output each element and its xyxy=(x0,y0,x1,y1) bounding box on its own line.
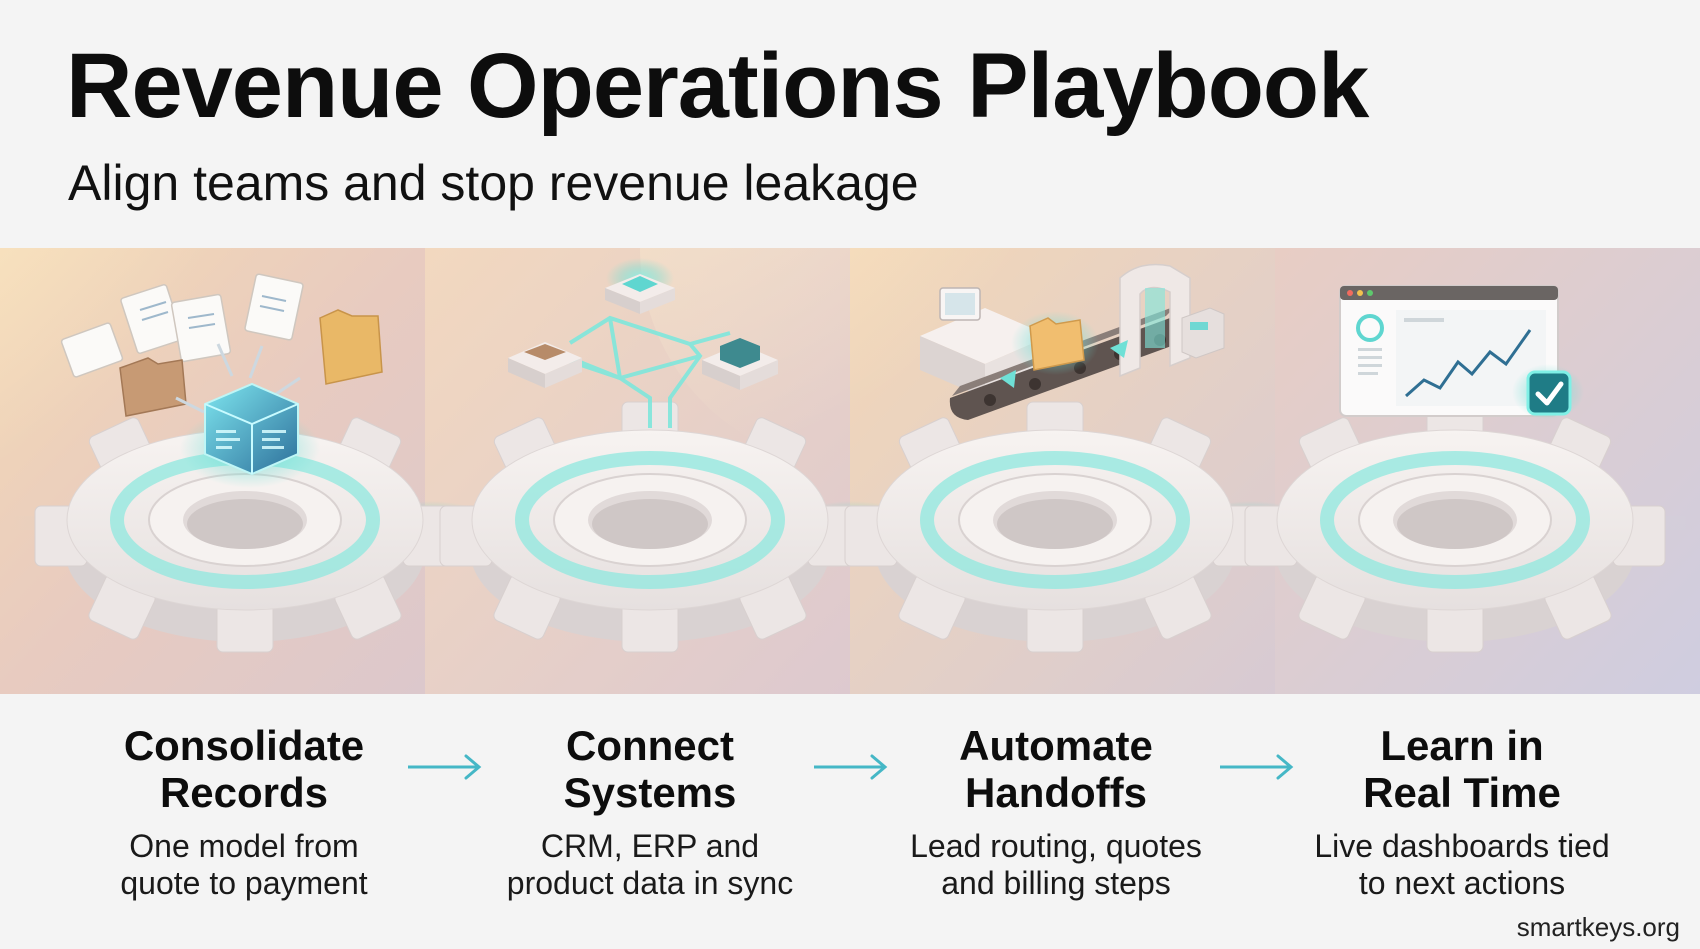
page-subtitle: Align teams and stop revenue leakage xyxy=(68,155,919,211)
step-connect-systems: Connect Systems CRM, ERP and product dat… xyxy=(460,722,840,902)
dashboard-chart-icon xyxy=(1339,285,1584,420)
step-title: Consolidate Records xyxy=(123,722,365,816)
step-learn-in-real-time: Learn in Real Time Live dashboards tied … xyxy=(1272,722,1652,902)
arrow-right-icon xyxy=(408,754,482,780)
step-description: One model from quote to payment xyxy=(120,828,368,901)
step-description: Lead routing, quotes and billing steps xyxy=(910,828,1202,901)
step-description: Live dashboards tied to next actions xyxy=(1314,828,1610,901)
step-description: CRM, ERP and product data in sync xyxy=(506,828,794,901)
network-nodes-icon xyxy=(508,258,778,428)
gear-icon xyxy=(1245,402,1665,652)
step-title: Learn in Real Time xyxy=(1363,722,1561,816)
step-title: Automate Handoffs xyxy=(959,722,1153,816)
step-automate-handoffs: Automate Handoffs Lead routing, quotes a… xyxy=(866,722,1246,902)
arrow-right-icon xyxy=(1220,754,1294,780)
steps-row: Consolidate Records One model from quote… xyxy=(0,712,1700,912)
page-title: Revenue Operations Playbook xyxy=(66,35,1369,137)
footer-site-link[interactable]: smartkeys.org xyxy=(1516,912,1680,942)
illustration-band xyxy=(0,248,1700,694)
conveyor-belt-icon xyxy=(920,263,1225,420)
arrow-right-icon xyxy=(814,754,888,780)
gear-icon xyxy=(845,402,1265,652)
step-title: Connect Systems xyxy=(563,722,737,816)
step-consolidate-records: Consolidate Records One model from quote… xyxy=(54,722,434,902)
data-cube-icon xyxy=(60,273,383,488)
gear-icon xyxy=(440,402,860,652)
